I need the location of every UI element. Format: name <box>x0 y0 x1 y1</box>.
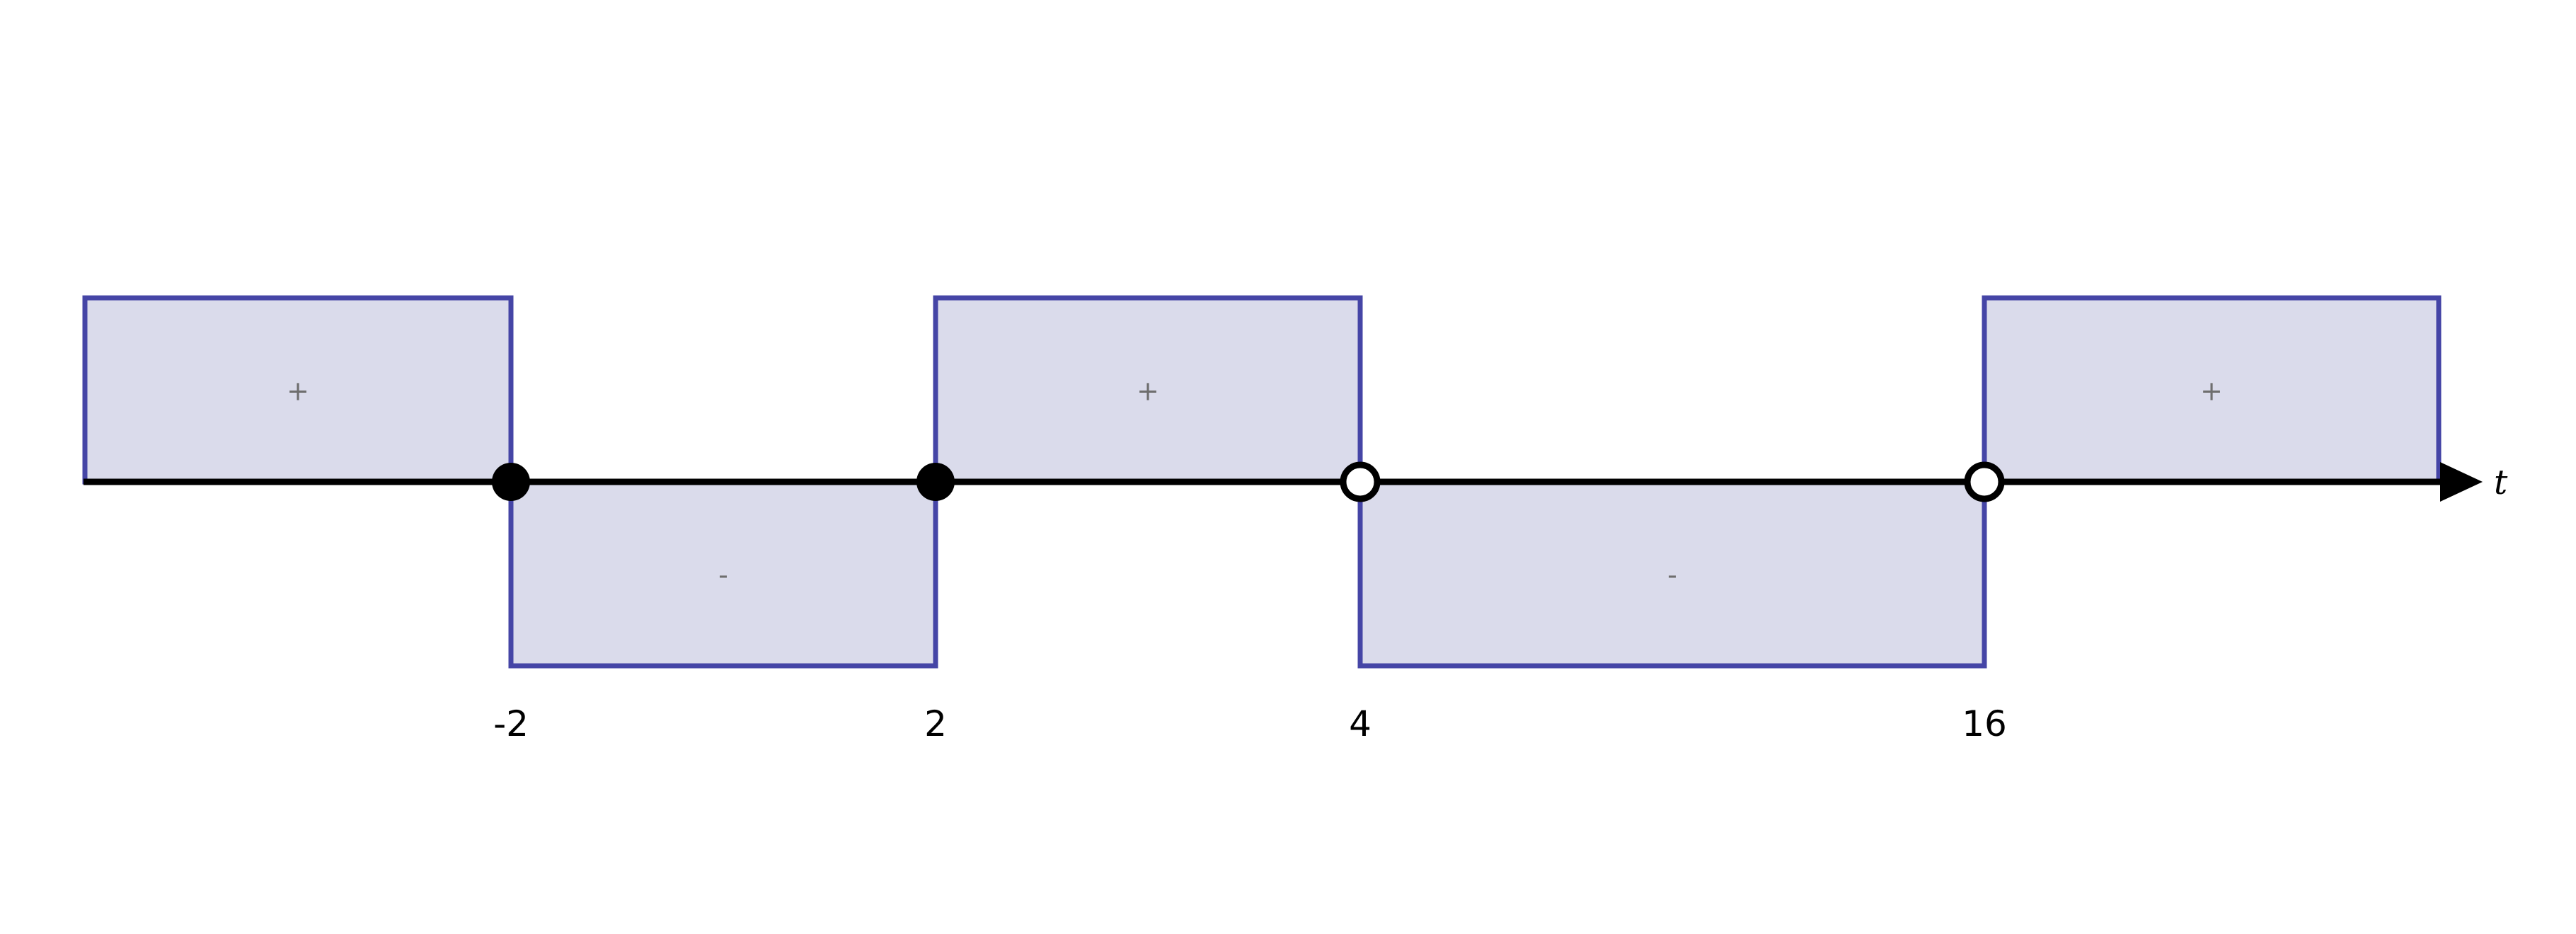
closed-point-2 <box>916 463 955 501</box>
open-point-4 <box>1964 461 2005 502</box>
tick-label-4: 16 <box>1962 703 2007 744</box>
interval-sign-4: - <box>1667 560 1677 591</box>
axis-arrowhead <box>2440 462 2483 502</box>
interval-sign-1: + <box>287 376 309 407</box>
interval-region-3 <box>933 295 1363 485</box>
closed-point-1 <box>492 463 530 501</box>
interval-signs: + - + - + <box>287 376 2223 591</box>
open-point-3 <box>1340 461 1381 502</box>
interval-sign-2: - <box>718 560 728 591</box>
tick-label-1: -2 <box>493 703 529 744</box>
tick-label-3: 4 <box>1349 703 1372 744</box>
interval-region-2 <box>508 479 938 669</box>
interval-sign-5: + <box>2200 376 2223 407</box>
interval-region-4 <box>1357 479 1987 669</box>
tick-label-2: 2 <box>924 703 947 744</box>
interval-sign-3: + <box>1137 376 1159 407</box>
interval-region-1 <box>82 295 514 485</box>
axis-label: t <box>2494 463 2508 502</box>
critical-points <box>492 461 2005 502</box>
tick-labels: -2 2 4 16 <box>493 703 2007 744</box>
number-line: t <box>84 462 2508 502</box>
interval-regions <box>82 295 2442 669</box>
